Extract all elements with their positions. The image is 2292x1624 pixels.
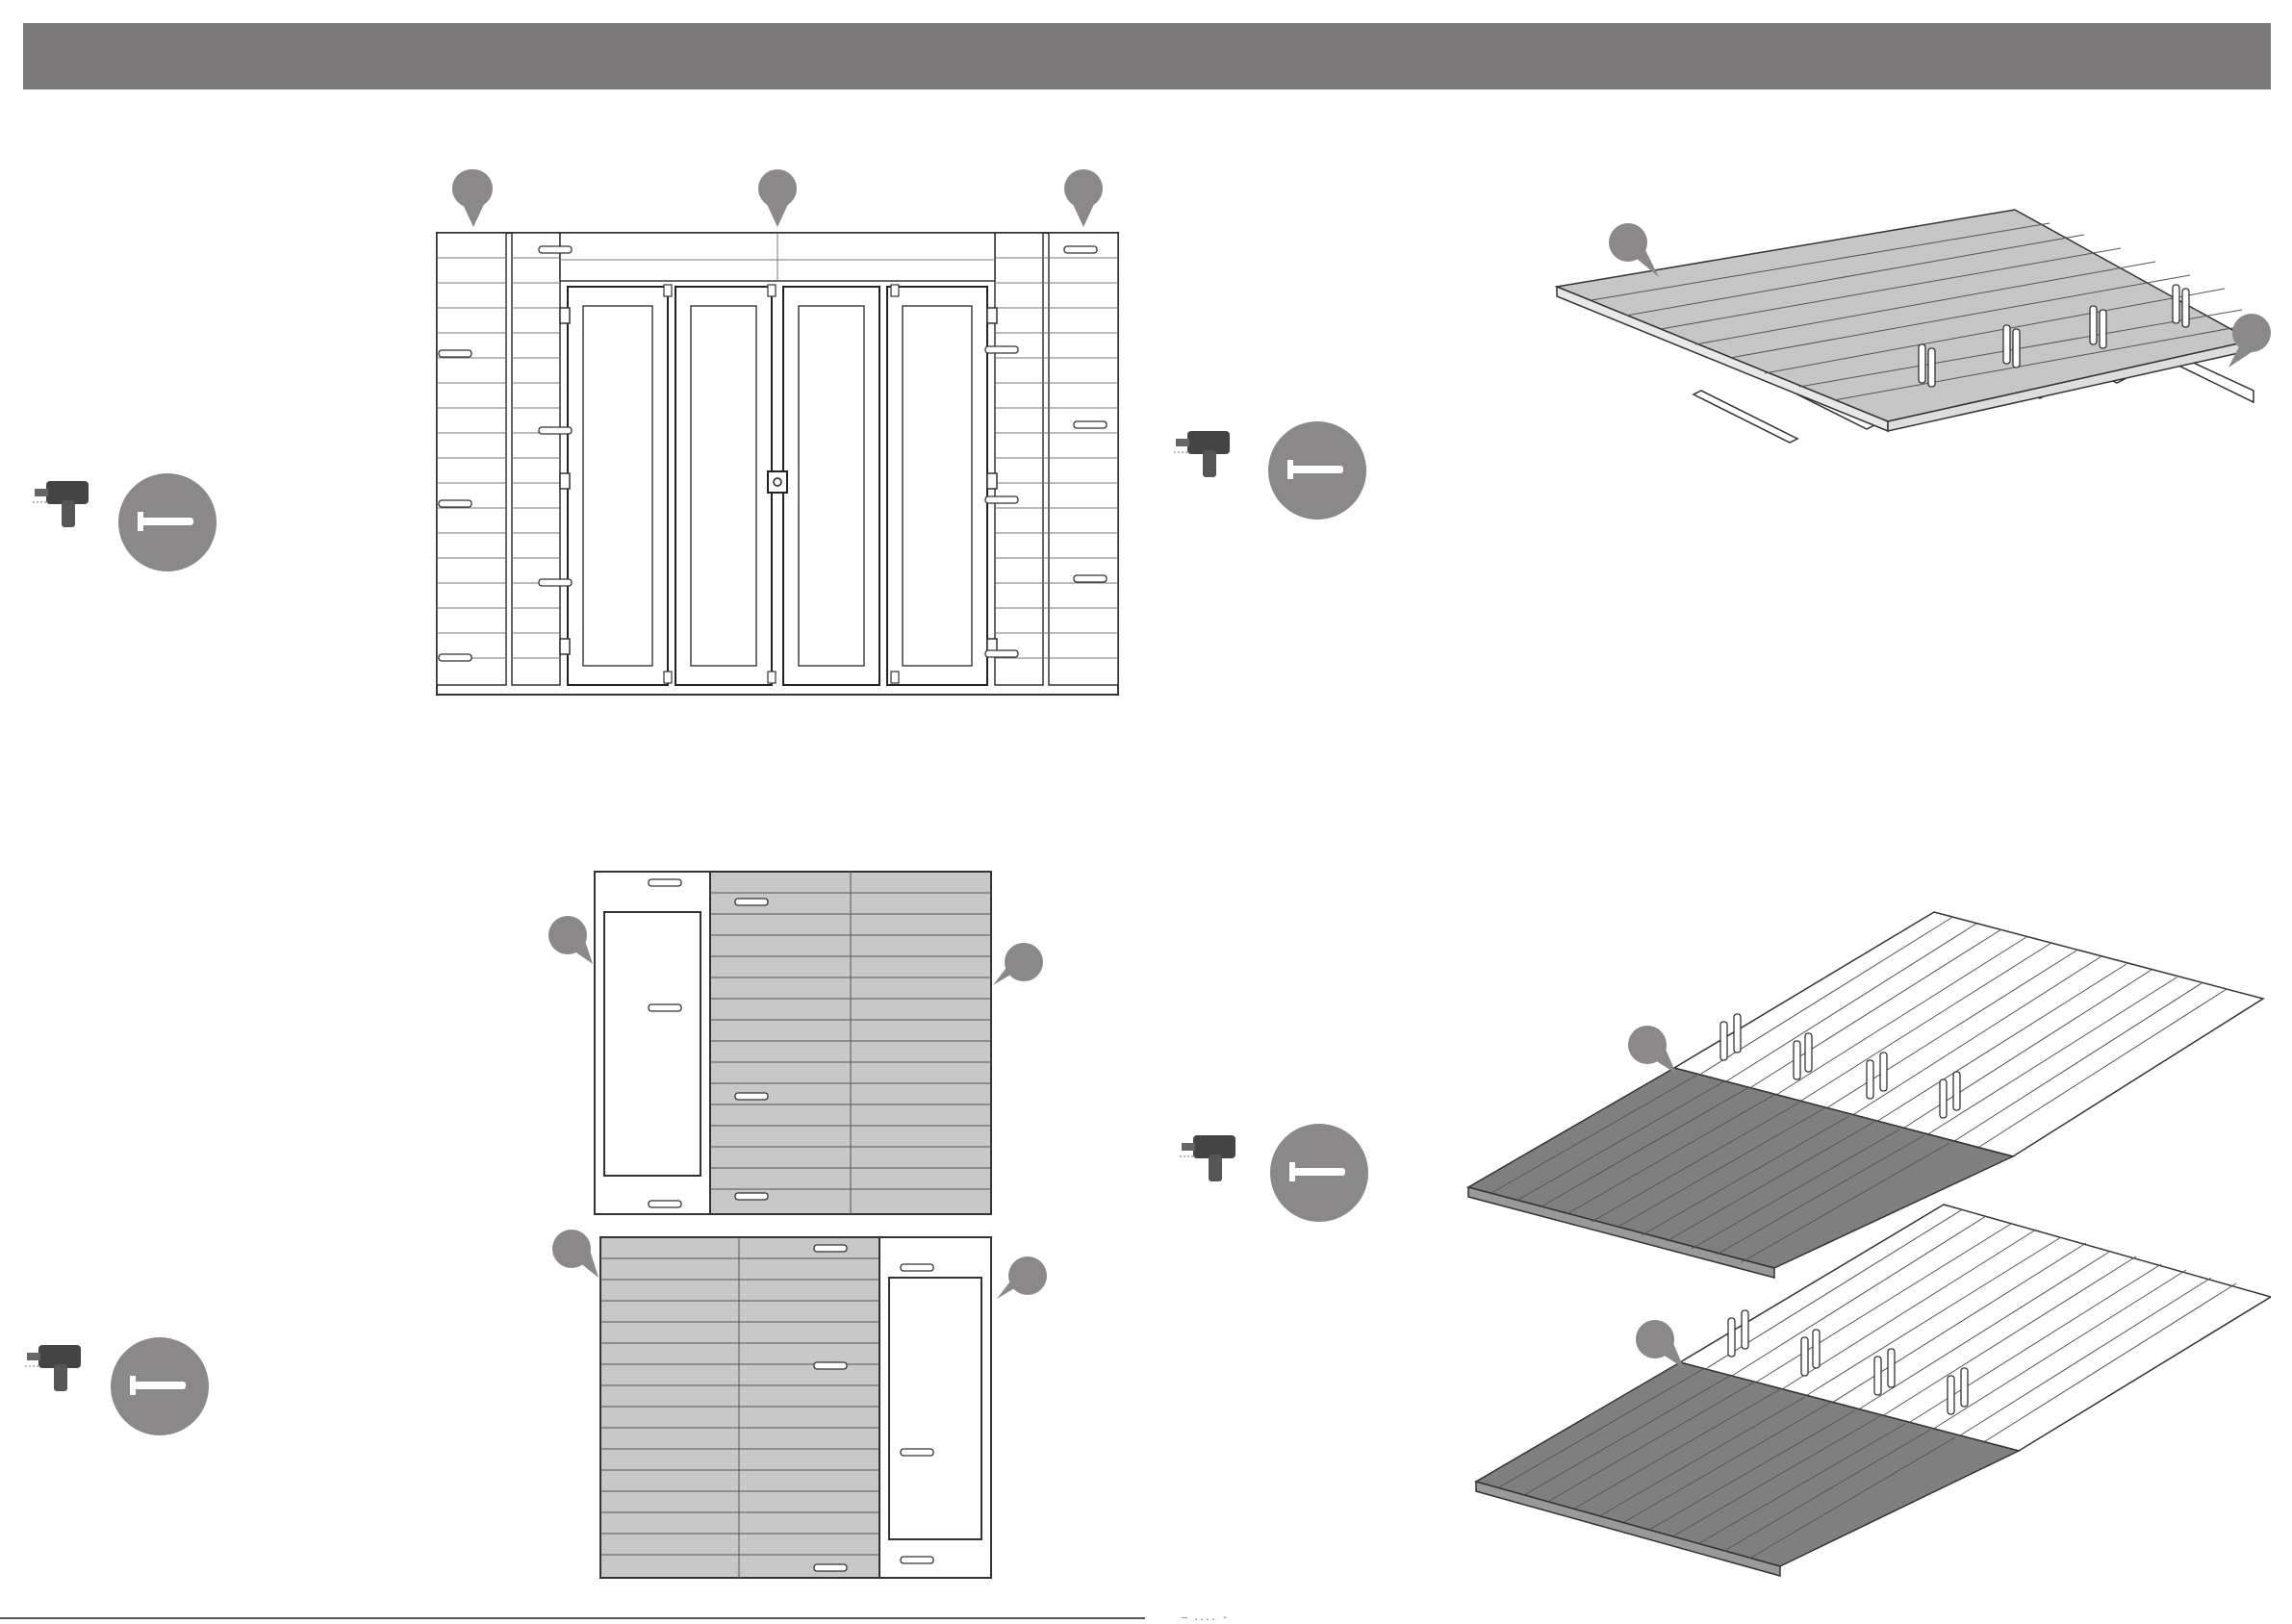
callout-marker-right — [1064, 169, 1103, 227]
screw-icon — [1268, 421, 1366, 520]
floor-assembly-diagram — [1540, 202, 2271, 471]
screw-badge — [111, 1337, 209, 1435]
callout-marker-lower-left — [552, 1230, 598, 1278]
footer-mark: — .... - — [1182, 1613, 1228, 1624]
callout-marker-floor-lower — [1636, 1320, 1684, 1368]
drill-icon — [25, 1341, 92, 1395]
callout-marker-joist — [2228, 314, 2271, 368]
door-lock-icon — [768, 471, 787, 493]
callout-marker-left — [454, 169, 493, 227]
callout-marker-upper-left — [548, 916, 593, 964]
callout-marker-deck — [1609, 223, 1659, 277]
drill-icon — [1174, 427, 1241, 481]
screw-icon — [111, 1337, 209, 1435]
callout-marker-lower-right — [997, 1256, 1047, 1299]
callout-marker-center — [758, 169, 797, 227]
bottom-divider — [0, 1617, 1145, 1619]
screw-icon — [1270, 1124, 1368, 1222]
screw-badge — [1270, 1124, 1368, 1222]
callout-marker-floor-upper — [1628, 1026, 1676, 1074]
screw-badge — [1268, 421, 1366, 520]
drill-icon — [1180, 1131, 1247, 1185]
header-bar — [23, 23, 2271, 89]
front-wall-diagram — [433, 164, 1135, 702]
screw-badge — [118, 473, 216, 571]
floor-panels-diagram — [1463, 904, 2271, 1587]
side-walls-diagram — [545, 866, 1064, 1597]
screw-icon — [118, 473, 216, 571]
drill-icon — [33, 477, 100, 531]
callout-marker-upper-right — [993, 943, 1043, 985]
